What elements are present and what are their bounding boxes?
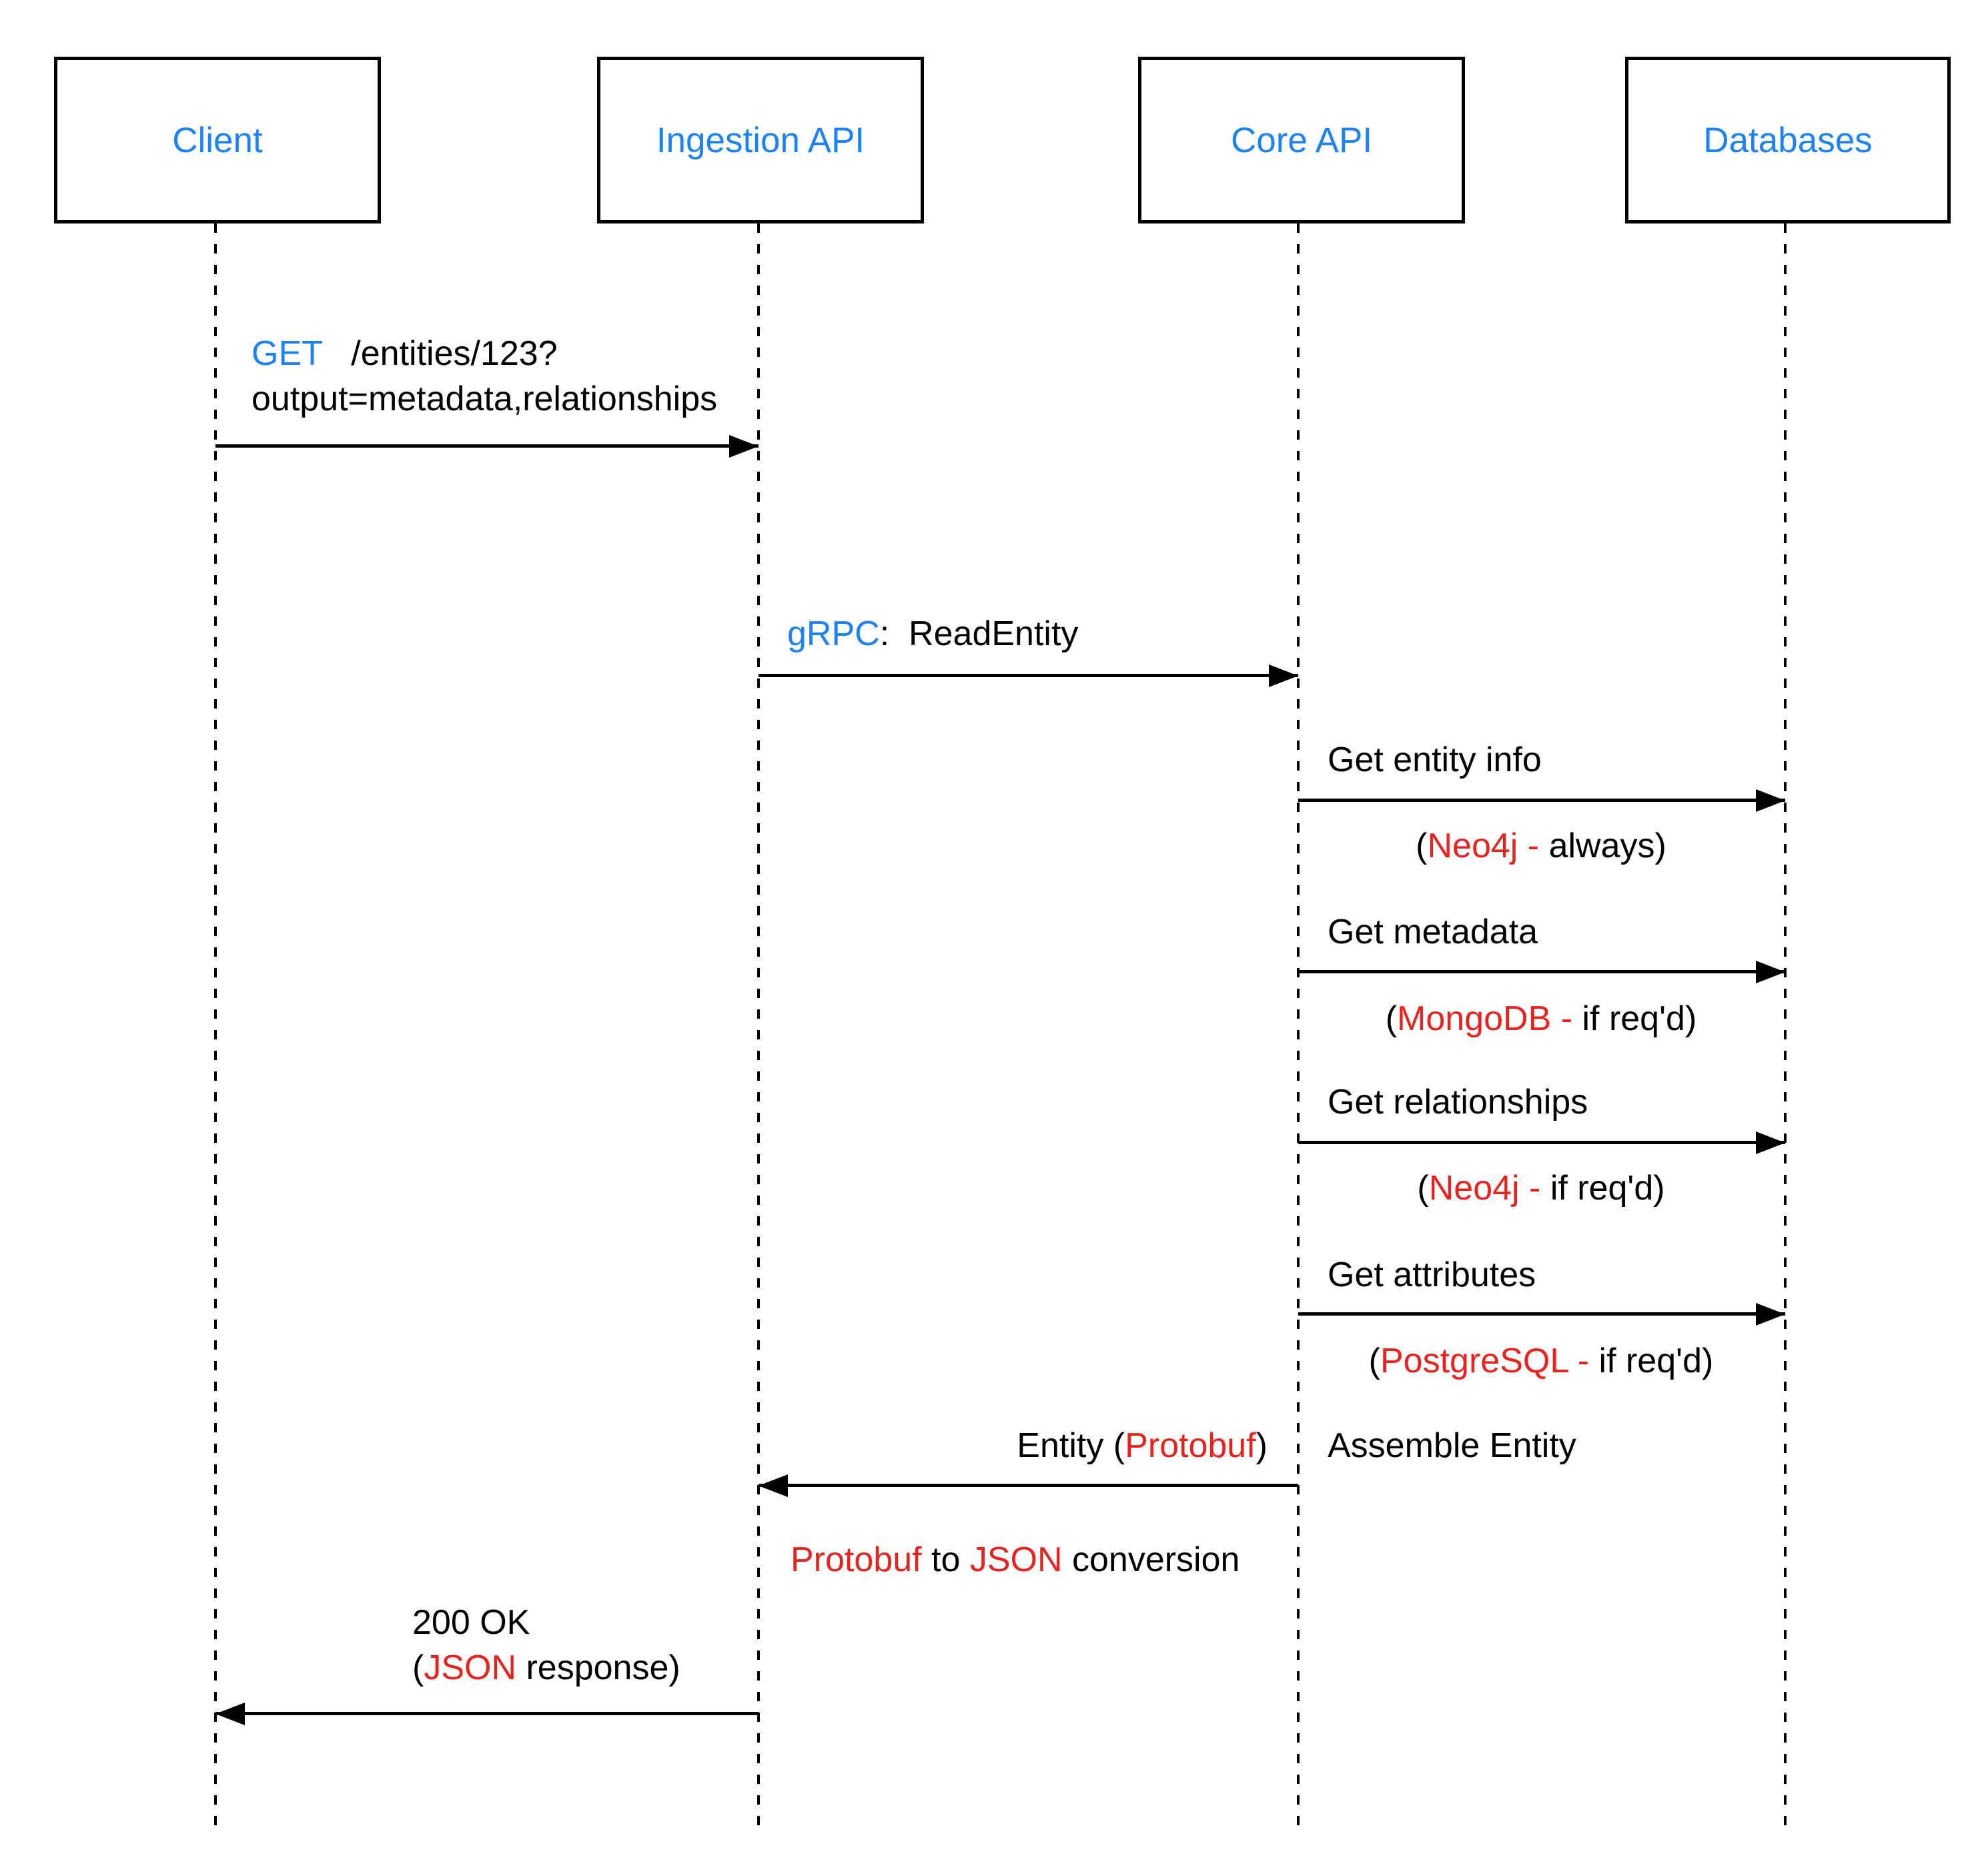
text-segment: Protobuf [791, 1540, 922, 1579]
text-segment: Get entity info [1328, 741, 1542, 779]
message-label-return-entity: Entity (Protobuf) [1017, 1426, 1268, 1466]
text-segment: response) [516, 1649, 680, 1687]
text-segment: Get relationships [1328, 1083, 1588, 1121]
text-segment: Neo4j - [1428, 1169, 1550, 1208]
arrow-shaft [215, 444, 759, 448]
text-segment: Assemble Entity [1328, 1426, 1576, 1465]
arrow-core-to-ingestion [759, 1474, 1298, 1497]
arrow-shaft [1298, 1141, 1785, 1144]
message-note-mongodb-if-reqd: (MongoDB - if req'd) [1386, 999, 1697, 1039]
lifeline-client [214, 223, 217, 1830]
text-segment: /entities/123? [322, 334, 558, 373]
text-segment: Get attributes [1328, 1256, 1536, 1294]
actor-box-databases: Databases [1625, 57, 1951, 223]
message-note-assemble-entity: Assemble Entity [1328, 1426, 1576, 1466]
actor-box-core-api: Core API [1138, 57, 1465, 223]
lifeline-core-api [1297, 223, 1300, 1830]
text-segment: PostgreSQL - [1380, 1342, 1599, 1380]
text-segment: Neo4j - [1427, 827, 1549, 865]
actor-box-ingestion-api: Ingestion API [597, 57, 924, 223]
arrow-shaft [759, 1484, 1298, 1487]
arrowhead-left-icon [759, 1474, 788, 1497]
actor-label-databases: Databases [1703, 120, 1873, 160]
arrow-ingestion-to-client [215, 1702, 759, 1725]
actor-label-ingestion-api: Ingestion API [656, 120, 865, 160]
text-segment: gRPC [787, 614, 880, 653]
message-note-protobuf-to-json: Protobuf to JSON conversion [791, 1540, 1240, 1580]
text-segment: to [921, 1540, 970, 1579]
message-label-get-request-line1: GET /entities/123? [252, 334, 558, 374]
arrowhead-right-icon [1756, 960, 1785, 983]
actor-label-client: Client [172, 120, 263, 160]
text-segment: ( [412, 1649, 424, 1687]
text-segment: Protobuf [1125, 1426, 1256, 1465]
text-segment: if req'd) [1550, 1169, 1665, 1208]
text-segment: ) [1256, 1426, 1268, 1465]
arrow-shaft [1298, 799, 1785, 802]
message-note-neo4j-if-reqd: (Neo4j - if req'd) [1417, 1168, 1664, 1208]
lifeline-databases [1784, 223, 1787, 1830]
text-segment: JSON [969, 1540, 1063, 1579]
text-segment: Get metadata [1328, 913, 1538, 951]
message-label-grpc-call: gRPC: ReadEntity [787, 614, 1078, 654]
arrow-core-to-databases-1 [1298, 789, 1785, 812]
arrow-shaft [1298, 970, 1785, 973]
text-segment: 200 OK [412, 1603, 530, 1642]
arrowhead-right-icon [729, 434, 759, 458]
text-segment: MongoDB - [1397, 999, 1582, 1038]
message-label-get-entity-info: Get entity info [1328, 740, 1542, 780]
actor-label-core-api: Core API [1230, 120, 1373, 160]
text-segment: always) [1548, 827, 1666, 865]
arrow-core-to-databases-4 [1298, 1302, 1785, 1326]
arrow-client-to-ingestion [215, 434, 759, 458]
text-segment: if req'd) [1582, 999, 1697, 1038]
text-segment: if req'd) [1598, 1342, 1714, 1380]
message-note-neo4j-always: (Neo4j - always) [1416, 826, 1666, 866]
message-label-get-metadata: Get metadata [1328, 912, 1538, 952]
text-segment: ( [1416, 827, 1428, 865]
message-label-get-request-line2: output=metadata,relationships [252, 379, 717, 419]
text-segment: JSON [424, 1649, 517, 1687]
arrow-shaft [215, 1712, 759, 1715]
text-segment: GET [252, 334, 322, 373]
text-segment: ( [1417, 1169, 1429, 1208]
arrowhead-right-icon [1756, 1131, 1785, 1154]
lifeline-ingestion-api [757, 223, 760, 1830]
message-note-postgresql-if-reqd: (PostgreSQL - if req'd) [1369, 1341, 1714, 1381]
arrow-core-to-databases-2 [1298, 960, 1785, 983]
arrow-shaft [759, 674, 1298, 677]
text-segment: ( [1385, 999, 1398, 1038]
arrow-core-to-databases-3 [1298, 1131, 1785, 1154]
arrowhead-right-icon [1269, 664, 1298, 687]
actor-box-client: Client [54, 57, 381, 223]
text-segment: Entity ( [1017, 1426, 1125, 1465]
text-segment: ( [1368, 1342, 1380, 1380]
text-segment: : ReadEntity [879, 614, 1079, 653]
arrowhead-right-icon [1756, 1302, 1785, 1326]
text-segment: output=metadata,relationships [252, 380, 718, 418]
arrow-shaft [1298, 1312, 1785, 1316]
arrowhead-left-icon [215, 1702, 245, 1725]
message-label-get-relationships: Get relationships [1328, 1082, 1588, 1122]
message-label-get-attributes: Get attributes [1328, 1255, 1536, 1295]
arrowhead-right-icon [1756, 789, 1785, 812]
arrow-ingestion-to-core [759, 664, 1298, 687]
message-label-response-line2: (JSON response) [412, 1648, 680, 1688]
message-label-response-line1: 200 OK [412, 1602, 530, 1643]
text-segment: conversion [1062, 1540, 1240, 1579]
